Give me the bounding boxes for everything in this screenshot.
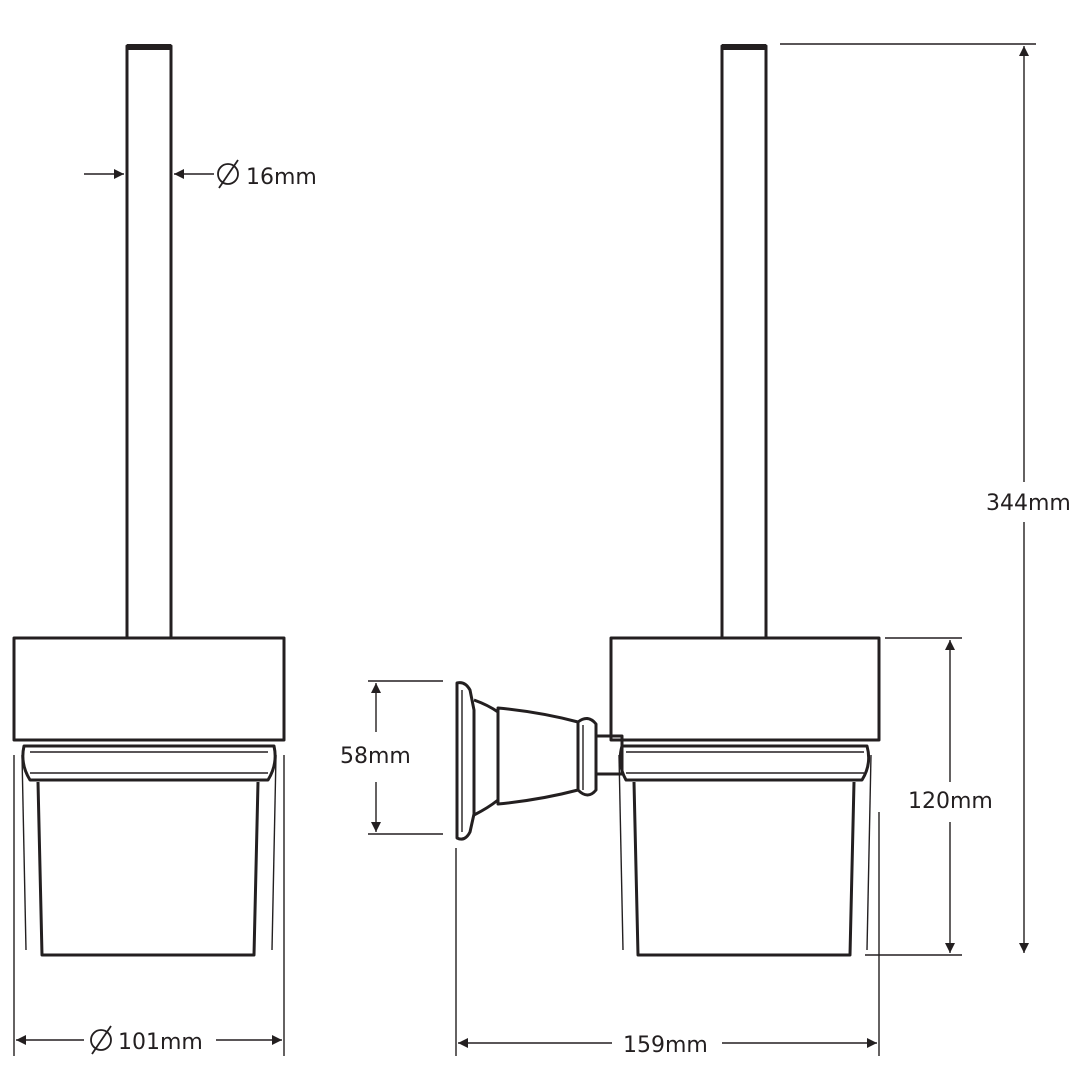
side-view-cup: [632, 781, 856, 957]
dim-bracket-height: 58mm: [340, 680, 443, 835]
front-view-rim: [21, 744, 277, 782]
diameter-symbol-icon: [217, 159, 239, 189]
front-view: 16mm 101mm: [12, 44, 317, 1056]
dim-total-height: 344mm: [780, 43, 1071, 953]
dim-label-handle-diameter: 16mm: [246, 165, 317, 190]
dim-holder-diameter: 101mm: [13, 755, 285, 1056]
dim-holder-height: 120mm: [865, 637, 993, 956]
front-view-handle: [125, 44, 173, 640]
dim-handle-diameter: 16mm: [84, 159, 317, 190]
dim-label-total-depth: 159mm: [623, 1033, 708, 1058]
dim-label-holder-diameter: 101mm: [118, 1030, 203, 1055]
dim-label-total-height: 344mm: [986, 491, 1071, 516]
side-view-rim: [618, 744, 871, 782]
diameter-symbol-icon: [90, 1025, 112, 1055]
wall-bracket: [455, 681, 624, 841]
front-view-lid: [12, 636, 286, 742]
side-view-handle: [720, 44, 768, 640]
side-view-lid: [609, 636, 881, 742]
side-view: 58mm 159mm 120mm 344mm: [340, 43, 1071, 1058]
front-view-cup: [36, 781, 260, 957]
dim-label-holder-height: 120mm: [908, 789, 993, 814]
dim-label-bracket-height: 58mm: [340, 744, 411, 769]
dim-total-depth: 159mm: [455, 812, 880, 1058]
